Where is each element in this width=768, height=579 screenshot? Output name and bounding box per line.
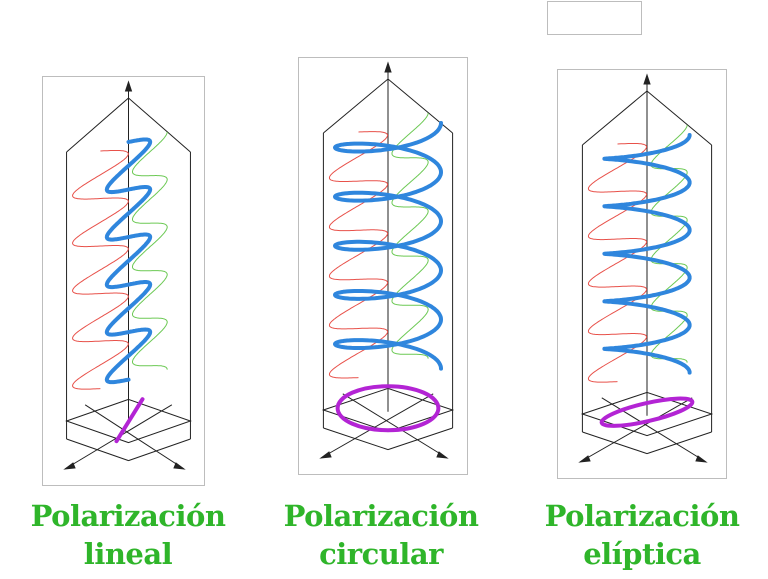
projection-green-wave [132, 132, 168, 370]
blank-box [547, 1, 642, 35]
axis-arrow-up [124, 80, 133, 92]
base-axis-y [342, 393, 448, 459]
base-axis-y [84, 404, 185, 470]
frame-bottom [321, 387, 455, 433]
endpoint-ellipse [599, 396, 695, 428]
arrow-y [173, 462, 186, 470]
axis-arrow-up [643, 73, 651, 85]
endpoint-circle [335, 384, 441, 433]
resultant-blue-wave [333, 121, 443, 371]
frame-lines [578, 73, 714, 463]
endpoint-line [114, 397, 145, 444]
caption-circular-line1: Polarización [283, 499, 479, 533]
panel-linear-polarization [42, 76, 205, 486]
caption-elliptic-line1: Polarización [544, 499, 740, 533]
circular-polarization-diagram [319, 61, 455, 459]
caption-linear-line2: lineal [83, 537, 173, 571]
elliptic-polarization-diagram [578, 73, 714, 463]
projection-red-wave [328, 131, 388, 379]
frame-bottom [65, 398, 192, 444]
linear-polarization-diagram [63, 80, 192, 470]
resultant-blue-wave [602, 133, 692, 375]
panel-circular-polarization [298, 57, 468, 475]
base-axis-x [579, 397, 693, 463]
frame-lines [319, 61, 455, 459]
caption-circular-line2: circular [319, 537, 443, 571]
frame-base-left [582, 431, 648, 455]
caption-elliptic: Polarización elíptica [542, 497, 742, 573]
frame-base-right [387, 427, 453, 451]
projection-green-wave [391, 112, 429, 359]
frame-lines [63, 80, 192, 470]
frame-base-right [128, 438, 191, 462]
base-axis-x [320, 393, 434, 459]
arrow-x [63, 462, 76, 470]
arrow-x [319, 451, 332, 459]
panel-elliptic-polarization [557, 69, 727, 479]
frame-base-left [323, 427, 389, 451]
arrow-y [695, 455, 708, 463]
caption-linear-line1: Polarización [30, 499, 226, 533]
axis-arrow-up [384, 61, 392, 73]
base-axis-y [601, 397, 707, 463]
projection-red-wave [72, 150, 129, 390]
frame-base-right [646, 431, 712, 455]
arrow-y [436, 451, 449, 459]
arrow-x [578, 455, 591, 463]
projection-red-wave [587, 143, 647, 383]
caption-elliptic-line2: elíptica [583, 537, 701, 571]
resultant-blue-wave [104, 137, 153, 385]
caption-circular: Polarización circular [281, 497, 481, 573]
frame-bottom [580, 391, 714, 437]
caption-linear: Polarización lineal [28, 497, 228, 573]
